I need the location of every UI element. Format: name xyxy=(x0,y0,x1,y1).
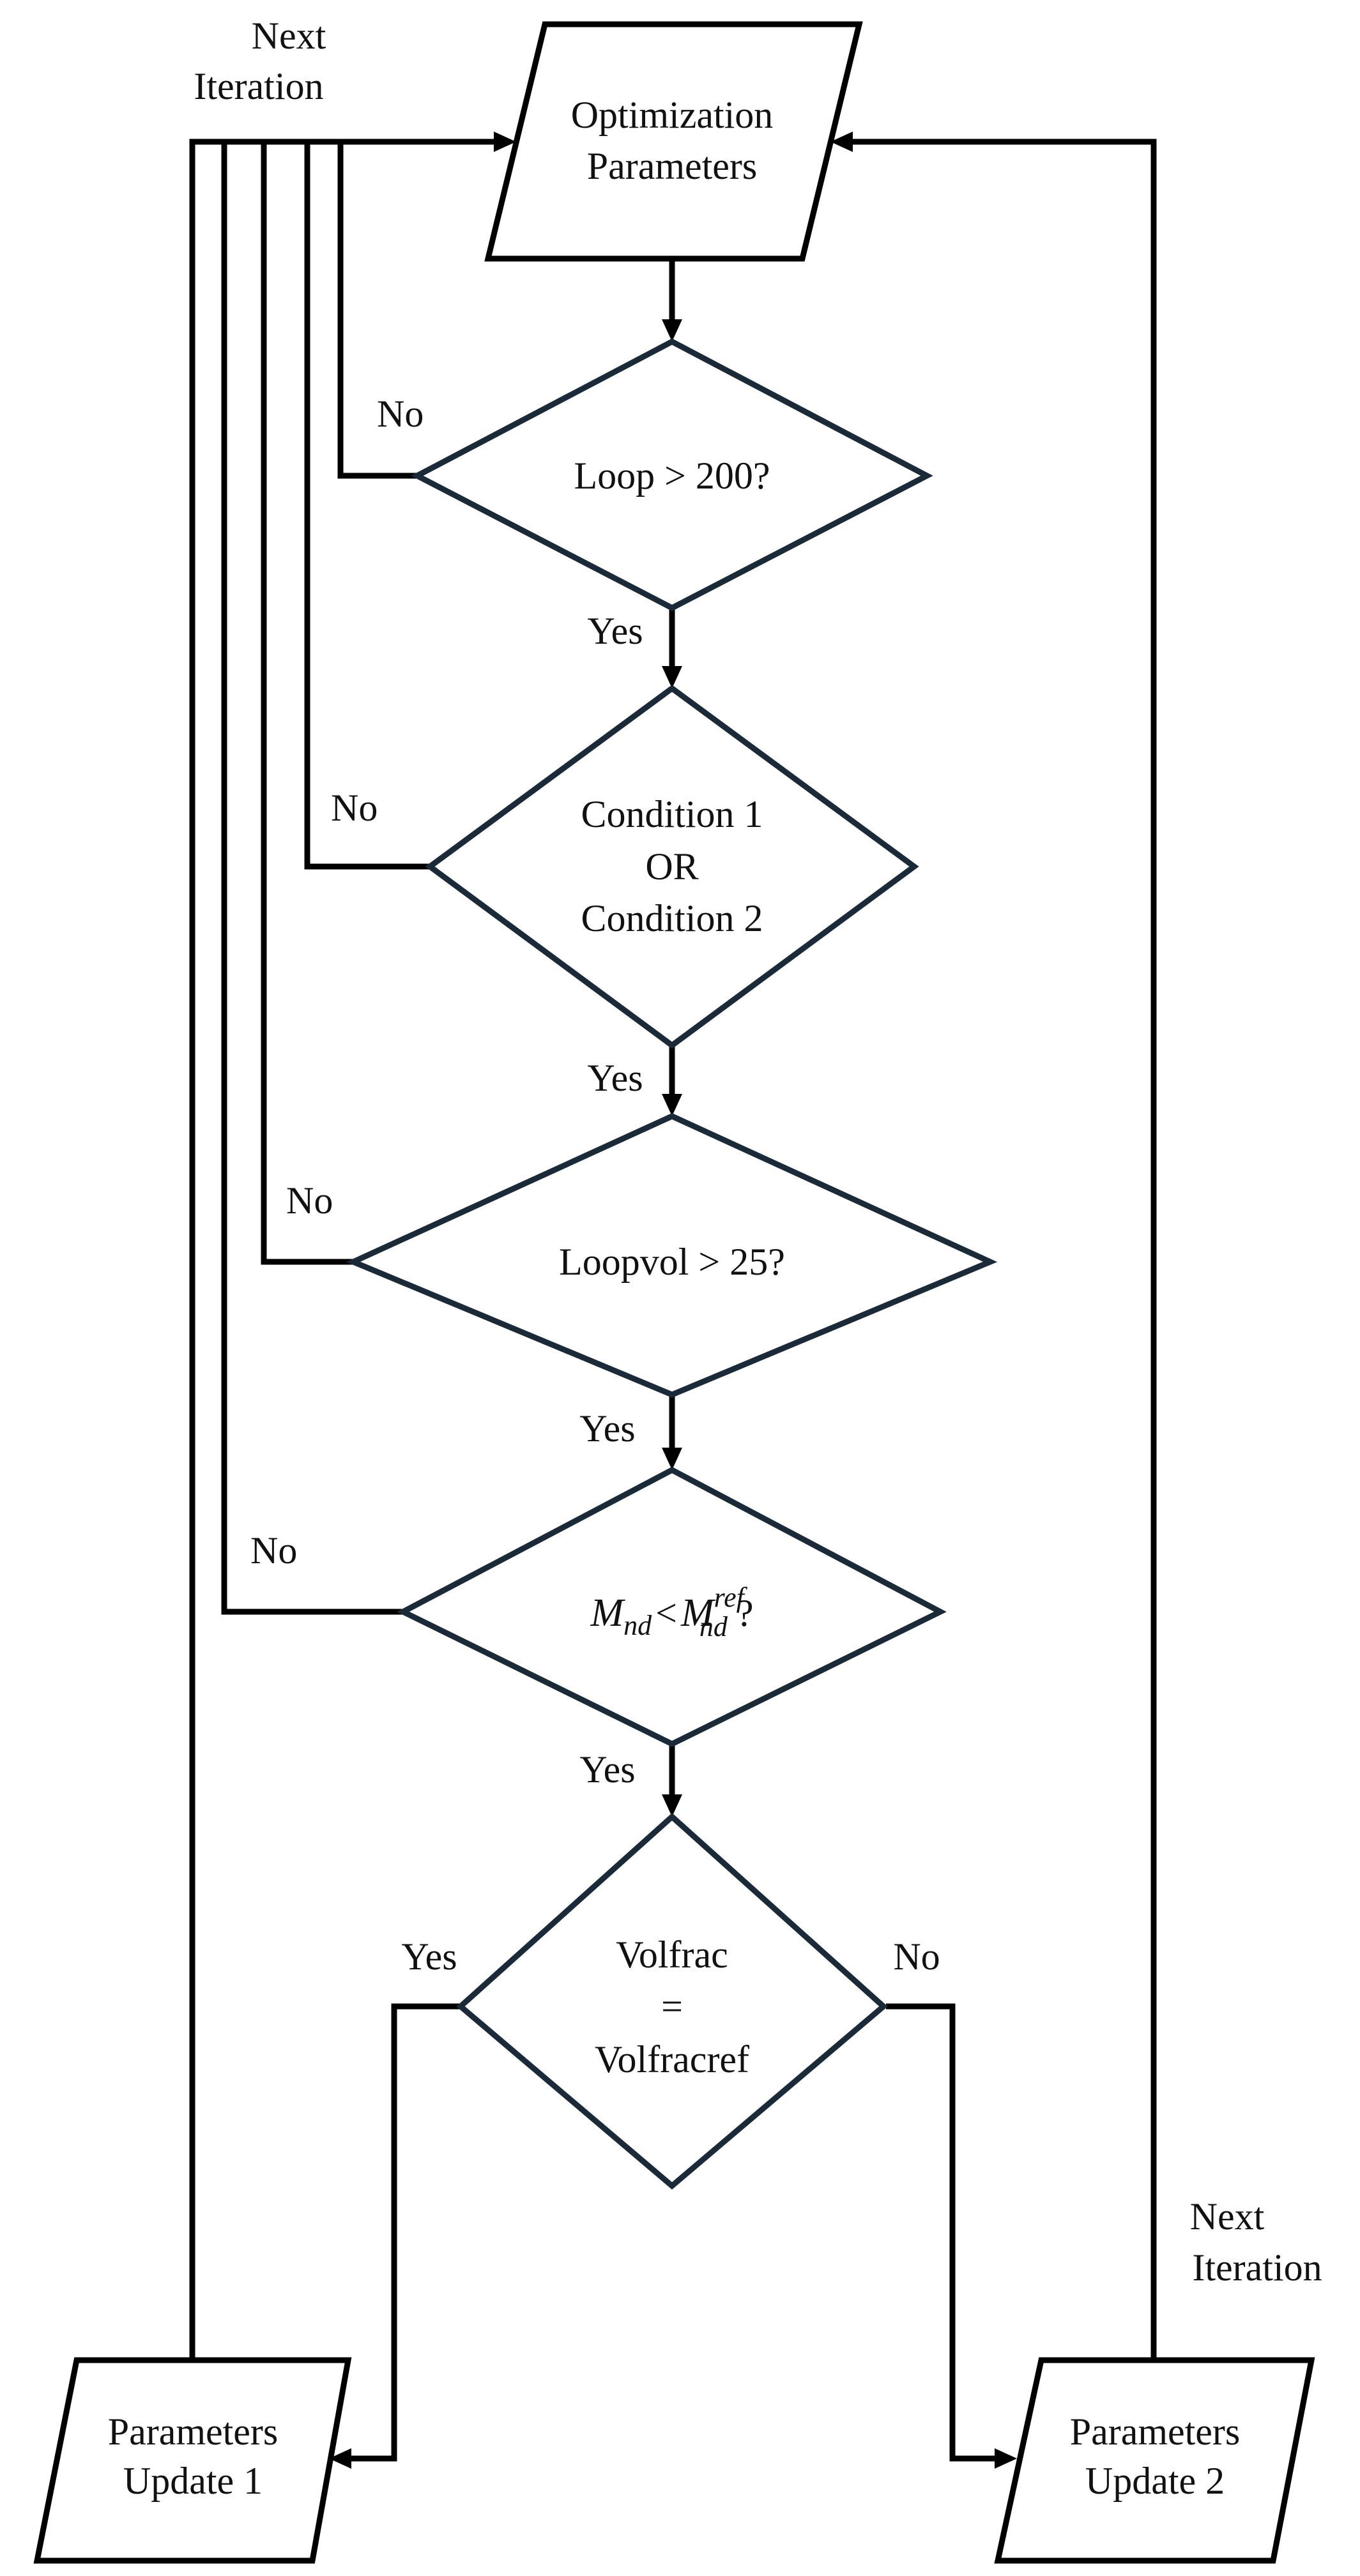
parameters-update-1-line-1: Parameters xyxy=(108,2411,279,2453)
mnd-rhs: M xyxy=(680,1591,716,1635)
optimization-parameters-line-2: Parameters xyxy=(587,145,758,187)
node-parameters-update-2: Parameters Update 2 xyxy=(994,2357,1315,2564)
volfrac-line-1: Volfrac xyxy=(616,1934,728,1976)
volfrac-diamond xyxy=(456,1812,888,2190)
connector-update1-feedback xyxy=(189,139,497,2360)
conditions-line-2: OR xyxy=(645,845,698,888)
label-loop-yes: Yes xyxy=(587,610,643,652)
mnd-lhs: M xyxy=(590,1591,625,1635)
connector-condition-no-feedback xyxy=(304,142,430,870)
conditions-diamond xyxy=(425,685,919,1049)
loop-count-label: Loop > 200? xyxy=(574,455,770,497)
iteration-left-line-1: Next xyxy=(252,15,326,57)
connector-volfrac-no xyxy=(886,2003,998,2462)
mnd-diamond xyxy=(397,1466,947,1748)
mnd-operator: < xyxy=(655,1592,677,1634)
connector-update2-feedback xyxy=(850,139,1157,2360)
label-loop-no: No xyxy=(377,393,424,435)
connector-loop-no-feedback xyxy=(337,142,417,479)
optimization-parameters-line-1: Optimization xyxy=(571,94,774,136)
loopvol-label: Loopvol > 25? xyxy=(559,1241,785,1283)
label-condition-yes: Yes xyxy=(587,1057,643,1099)
volfrac-line-3: Volfracref xyxy=(595,2038,749,2080)
iteration-left-line-2: Iteration xyxy=(194,65,323,107)
arrowhead-down-condition xyxy=(662,666,682,688)
arrowhead-down-volfrac xyxy=(662,1794,682,1817)
arrowhead-left-update1 xyxy=(329,2448,351,2469)
decision-loop-count: Loop > 200? xyxy=(411,338,933,612)
parameters-update-1-shape xyxy=(33,2357,352,2564)
parameters-update-2-line-1: Parameters xyxy=(1070,2411,1241,2453)
conditions-line-3: Condition 2 xyxy=(581,897,763,939)
decision-volfrac: Volfrac = Volfracref xyxy=(456,1812,888,2190)
iteration-right-line-2: Iteration xyxy=(1192,2246,1322,2289)
mnd-rhs-sub: nd xyxy=(699,1611,728,1642)
mnd-lhs-sub: nd xyxy=(623,1610,652,1641)
arrowhead-down-loop xyxy=(662,319,682,342)
mnd-rhs-sup: ref xyxy=(714,1582,748,1613)
label-mnd-yes: Yes xyxy=(579,1748,635,1791)
arrowhead-right-update2 xyxy=(995,2448,1017,2469)
connector-volfrac-yes xyxy=(348,2003,461,2462)
label-loopvol-yes: Yes xyxy=(579,1407,635,1450)
label-mnd-no: No xyxy=(250,1529,297,1572)
label-volfrac-yes: Yes xyxy=(401,1936,457,1978)
parameters-update-2-shape xyxy=(994,2357,1315,2564)
arrowhead-down-loopvol xyxy=(662,1094,682,1116)
label-volfrac-no: No xyxy=(893,1936,940,1978)
edge-labels: No Yes No Yes No Yes No Yes Yes No xyxy=(250,393,940,1978)
decision-conditions: Condition 1 OR Condition 2 xyxy=(425,685,919,1049)
arrowheads xyxy=(329,132,1017,2469)
conditions-line-1: Condition 1 xyxy=(581,793,763,835)
connectors xyxy=(189,139,1157,2462)
connector-mnd-no-feedback xyxy=(221,142,403,1615)
loop-count-diamond xyxy=(411,338,933,612)
parameters-update-1-line-2: Update 1 xyxy=(123,2460,263,2502)
node-parameters-update-1: Parameters Update 1 xyxy=(33,2357,352,2564)
optimization-parameters-shape xyxy=(484,21,863,262)
arrowhead-right-opt xyxy=(494,132,516,152)
parameters-update-2-line-2: Update 2 xyxy=(1085,2460,1225,2502)
node-optimization-parameters: Optimization Parameters xyxy=(484,21,863,262)
loopvol-diamond xyxy=(346,1113,998,1398)
volfrac-line-2: = xyxy=(661,1985,683,2027)
label-loopvol-no: No xyxy=(286,1179,333,1222)
decision-loopvol: Loopvol > 25? xyxy=(346,1113,998,1398)
arrowhead-down-mnd xyxy=(662,1448,682,1470)
mnd-question: ? xyxy=(737,1592,754,1634)
arrowhead-left-opt xyxy=(830,132,853,152)
connector-loopvol-no-feedback xyxy=(261,142,353,1265)
label-condition-no: No xyxy=(331,787,378,829)
iteration-labels: Next Iteration Next Iteration xyxy=(194,15,1322,2289)
iteration-right-line-1: Next xyxy=(1190,2195,1265,2238)
